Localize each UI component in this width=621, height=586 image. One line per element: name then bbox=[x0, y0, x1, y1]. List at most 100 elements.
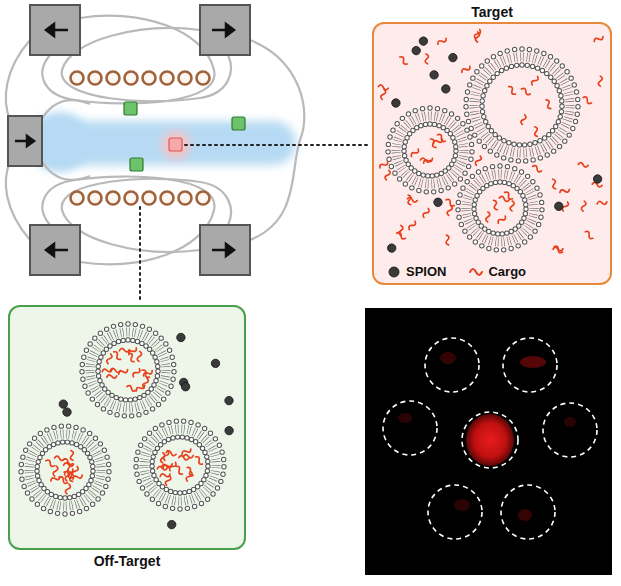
spion-particle bbox=[225, 426, 233, 434]
faint-signal bbox=[518, 509, 532, 521]
cargo-strand bbox=[380, 89, 386, 100]
wire-loop bbox=[6, 40, 30, 120]
spion-particle bbox=[442, 85, 450, 93]
lipid-heads bbox=[136, 421, 224, 509]
coil-rows bbox=[71, 72, 210, 205]
lipid-heads-outline bbox=[474, 182, 526, 234]
coil bbox=[161, 192, 174, 205]
cargo-strand bbox=[174, 465, 183, 475]
cargo-strand bbox=[160, 472, 171, 478]
arrow bbox=[46, 24, 68, 36]
cargo-strand bbox=[598, 76, 602, 86]
coil bbox=[125, 72, 138, 85]
spion-particle bbox=[434, 198, 442, 206]
cargo-strand bbox=[63, 467, 73, 476]
magnet-block bbox=[8, 116, 42, 166]
well-outline bbox=[428, 485, 482, 539]
lipid-heads-outline bbox=[98, 340, 158, 400]
cargo-strand bbox=[593, 35, 604, 43]
coil bbox=[125, 192, 138, 205]
lipid-heads bbox=[482, 65, 562, 145]
cargo-strand bbox=[581, 201, 586, 211]
off-target-well bbox=[124, 102, 137, 115]
arrow bbox=[212, 24, 234, 36]
legend-item: SPION bbox=[386, 264, 446, 279]
lipid-heads bbox=[21, 426, 109, 514]
spion-symbol bbox=[386, 265, 402, 279]
cargo-strand bbox=[424, 54, 430, 65]
cargo-strand bbox=[135, 383, 145, 392]
lipid-heads bbox=[388, 108, 472, 192]
leader-line bbox=[185, 144, 371, 146]
lipid-tails bbox=[474, 57, 570, 153]
cargo-strand bbox=[107, 374, 117, 379]
cargo-strand bbox=[118, 368, 129, 376]
field-glow bbox=[28, 112, 296, 172]
cargo-strand bbox=[510, 201, 514, 211]
spion-particle bbox=[177, 333, 185, 341]
cargo-strand bbox=[72, 473, 83, 481]
cargo-strand bbox=[584, 230, 594, 240]
cargo-strand bbox=[492, 200, 499, 211]
legend-item: Cargo bbox=[468, 264, 526, 279]
sample-wells bbox=[124, 102, 245, 171]
cargo-strand bbox=[507, 85, 517, 95]
faint-signal bbox=[398, 413, 412, 423]
off-target-well bbox=[232, 117, 245, 130]
arrow bbox=[15, 136, 34, 146]
coil bbox=[143, 192, 156, 205]
lipid-heads-outline bbox=[482, 65, 562, 145]
faint-signal bbox=[564, 417, 576, 427]
cargo-strand bbox=[181, 447, 192, 455]
well-outline bbox=[383, 401, 437, 455]
cargo-strand bbox=[185, 466, 194, 476]
cargo-strand bbox=[520, 87, 531, 95]
cargo-strand bbox=[582, 96, 593, 105]
box-heading: Target bbox=[374, 4, 610, 20]
off-target-box: Off-Target bbox=[8, 305, 246, 550]
cargo-strand bbox=[437, 37, 447, 46]
wire-loop bbox=[40, 158, 90, 180]
cargo-strand bbox=[420, 158, 430, 162]
liposome bbox=[466, 49, 578, 161]
lipid-heads bbox=[98, 340, 158, 400]
off-target-contents bbox=[21, 324, 233, 529]
cargo-strand bbox=[532, 165, 543, 173]
spion-particle bbox=[211, 359, 219, 367]
lipid-tails bbox=[396, 116, 464, 184]
cargo-strand bbox=[143, 369, 154, 378]
image-ground bbox=[365, 308, 612, 575]
cargo-strand bbox=[470, 269, 482, 275]
well-outline bbox=[543, 403, 597, 457]
cargo-strand bbox=[559, 188, 570, 195]
lipid-heads bbox=[37, 442, 93, 498]
cargo-strand bbox=[399, 56, 409, 66]
cargo-strand bbox=[53, 466, 59, 477]
cargo-strand bbox=[407, 197, 418, 203]
cargo-strand bbox=[69, 450, 75, 461]
spion-particle bbox=[593, 175, 601, 183]
cargo-strand bbox=[399, 225, 403, 235]
wire-loop bbox=[250, 40, 304, 240]
cargo-strand bbox=[185, 471, 193, 482]
cargo-strand bbox=[597, 200, 608, 206]
cargo-strand bbox=[461, 65, 471, 74]
target-box: TargetSPIONCargo bbox=[372, 22, 612, 285]
cargo-strand bbox=[65, 484, 71, 495]
legend-text: Cargo bbox=[488, 264, 526, 279]
cargo-strand bbox=[50, 475, 61, 483]
spion-particle bbox=[225, 396, 233, 404]
liposome bbox=[21, 426, 109, 514]
spion-particle bbox=[63, 408, 71, 416]
liposome bbox=[458, 166, 542, 250]
well-outlines bbox=[383, 338, 597, 539]
coil bbox=[89, 192, 102, 205]
coil bbox=[143, 72, 156, 85]
faint-signal bbox=[440, 352, 456, 364]
spion-particle bbox=[168, 520, 176, 528]
arrow bbox=[46, 244, 68, 256]
coil bbox=[179, 72, 192, 85]
cargo-strand bbox=[445, 235, 451, 246]
coil bbox=[161, 72, 174, 85]
lipid-heads bbox=[458, 166, 542, 250]
